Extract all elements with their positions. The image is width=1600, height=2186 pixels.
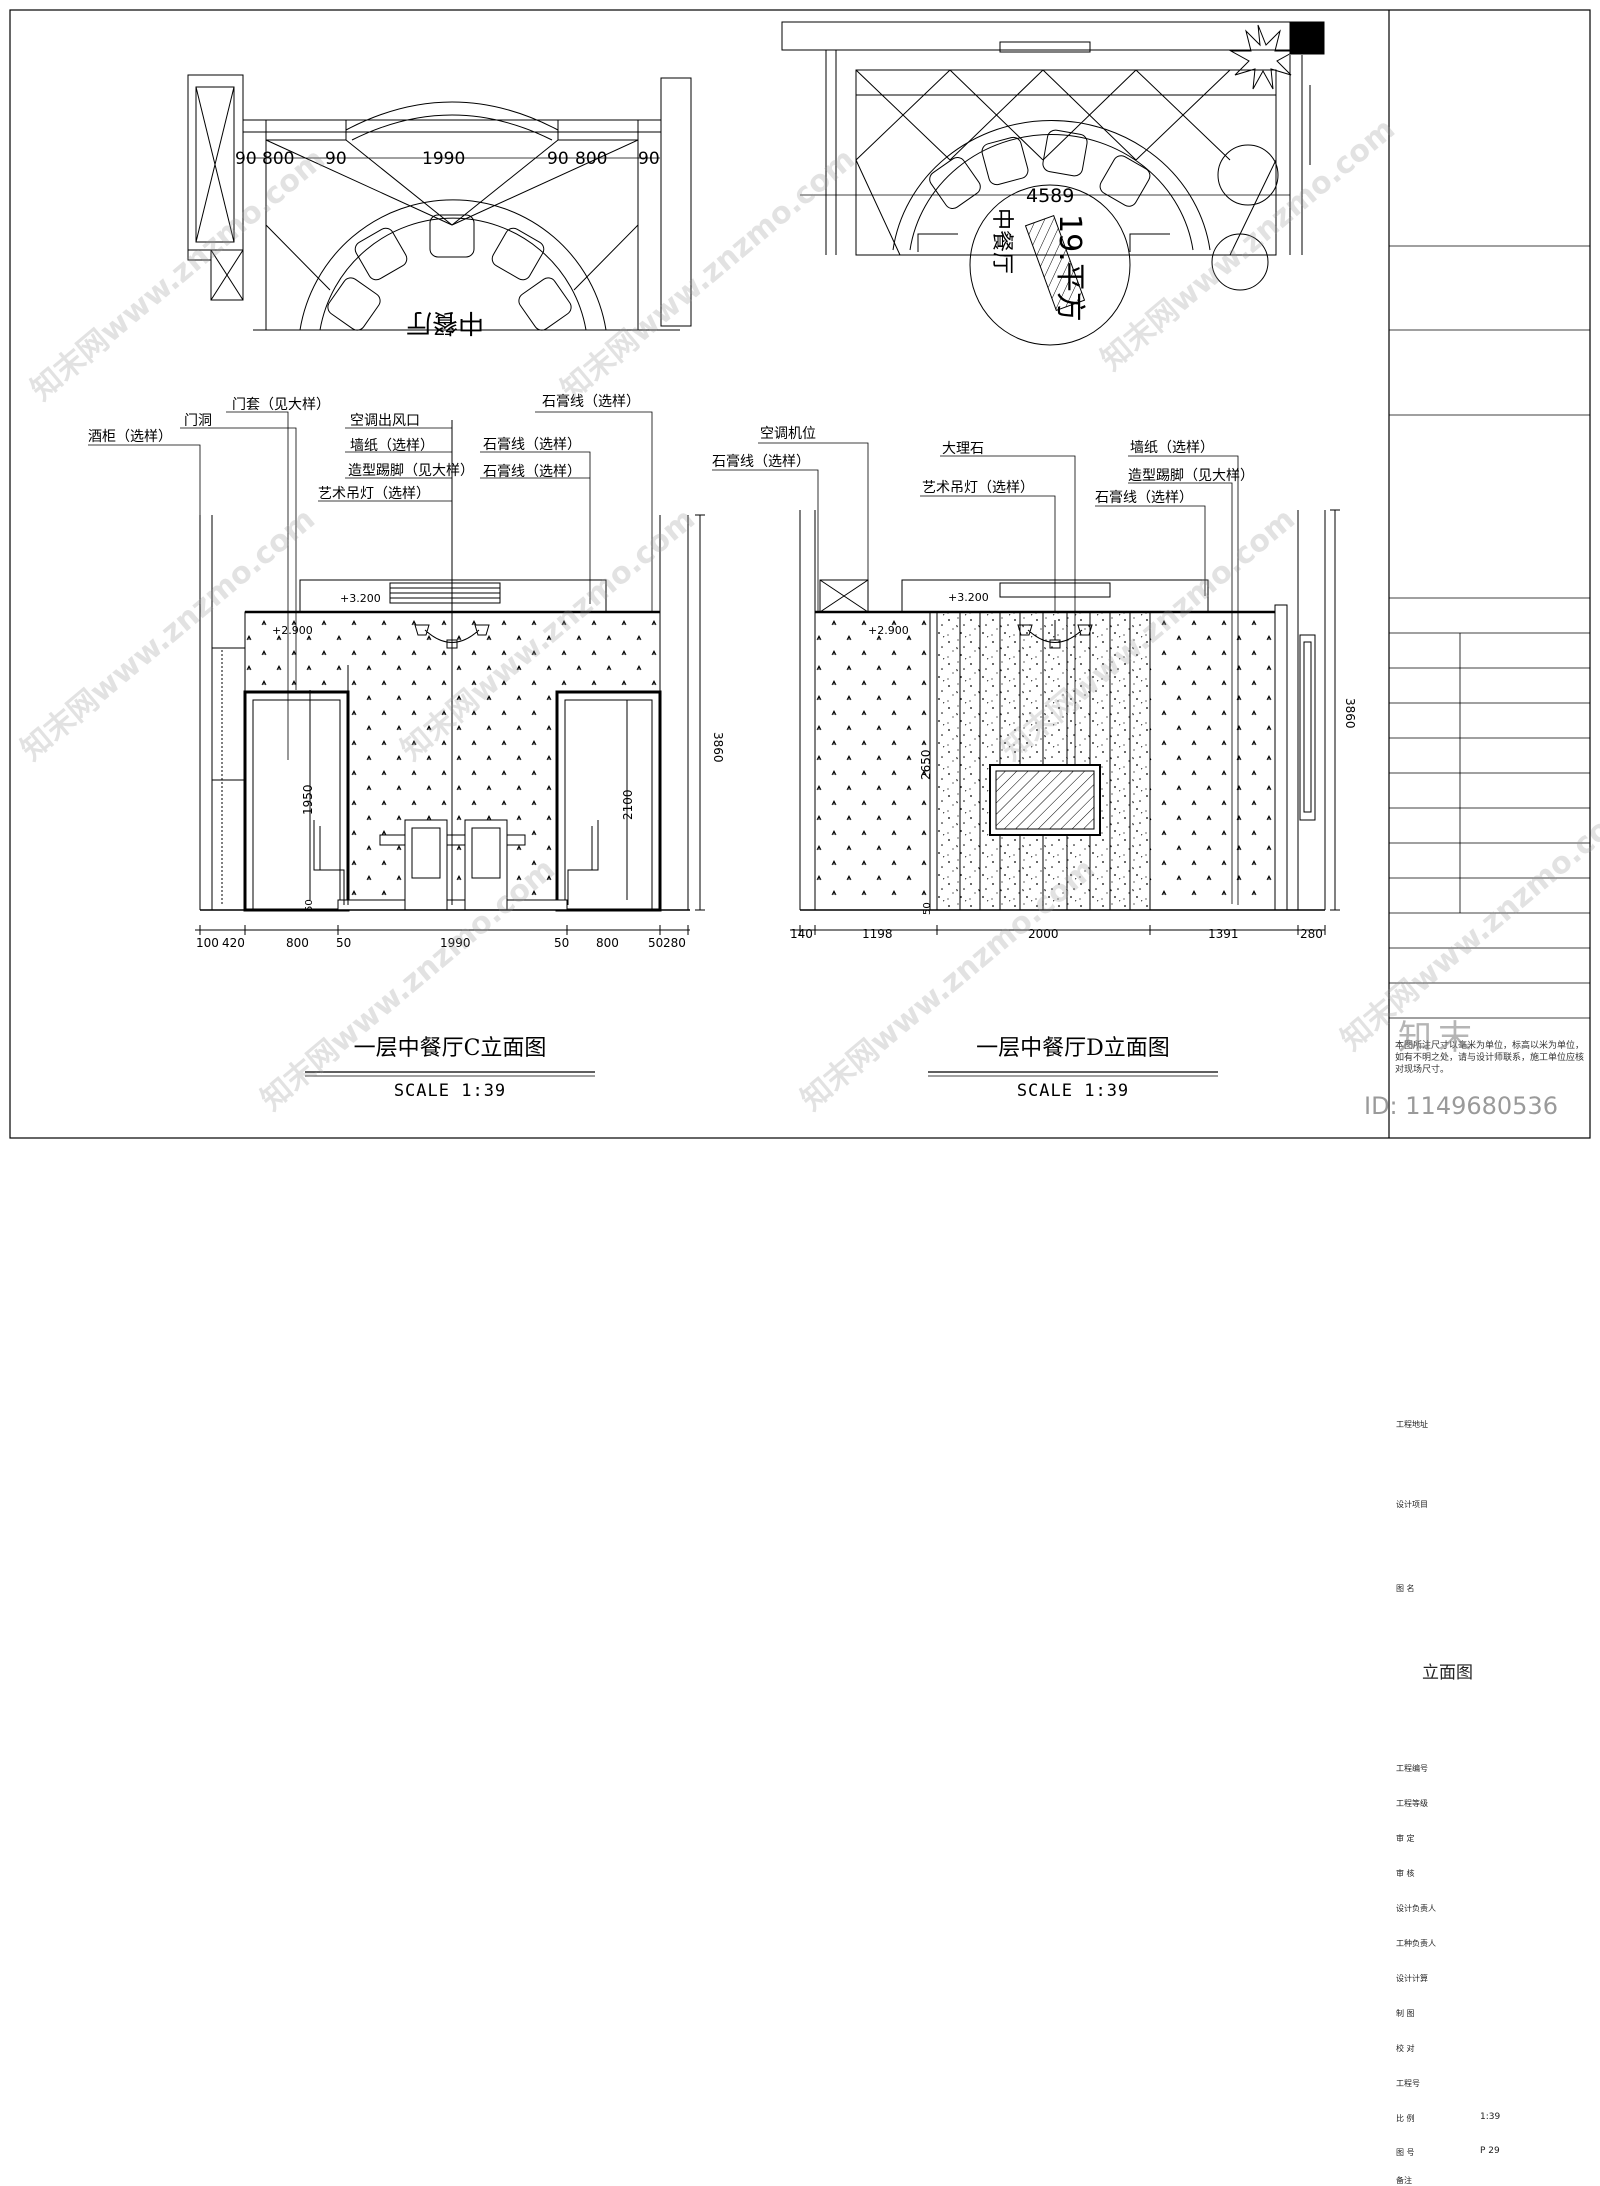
dim-label: 1198 [862,927,893,941]
image-id: ID: 1149680536 [1364,1092,1558,1120]
tb-label: 设计项目 [1396,1500,1428,1509]
callout-door-frame: 门套（见大样） [232,397,330,413]
elevation-c-text: 酒柜（选样） 门洞 门套（见大样） 空调出风口 墙纸（选样） 造型踢脚（见大样）… [88,393,725,950]
tb-label: 工程等级 [1396,1799,1428,1808]
room-label: 中餐厅 [989,208,1014,274]
elevation-d-text: 空调机位 石膏线（选样） 大理石 艺术吊灯（选样） 墙纸（选样） 造型踢脚（见大… [712,426,1357,941]
tb-label: 比 例 [1396,2114,1415,2123]
elevation-d [790,509,1340,935]
scale-value: 1:39 [1480,2112,1501,2122]
dim-label: 140 [790,927,813,941]
level-mark: +2.900 [272,624,313,637]
plan-d [781,21,1325,346]
dim-label: 90 [325,149,347,169]
callout-chandelier: 艺术吊灯（选样） [318,486,430,502]
dim-label: 100 [196,936,219,950]
callout-ac-unit: 空调机位 [760,426,816,442]
tb-label: 设计计算 [1396,1974,1428,1983]
tb-label: 设计负责人 [1396,1904,1436,1913]
tb-label: 制 图 [1396,2009,1415,2018]
callout-skirting: 造型踢脚（见大样） [348,463,474,479]
dim-label: 1391 [1208,927,1239,941]
callout-chandelier: 艺术吊灯（选样） [922,480,1034,496]
elevation-c [195,420,705,935]
dim-label: 1990 [440,936,471,950]
sheet-border [9,9,1591,1139]
dim-label: 800 [575,149,607,169]
callout-marble: 大理石 [942,441,984,457]
tb-label: 工程编号 [1396,1764,1428,1773]
dim-label: 50 [336,936,351,950]
dim-label: 280 [663,936,686,950]
caption-d: 一层中餐厅D立面图 [923,1030,1223,1062]
callout-plaster-line: 石膏线（选样） [483,463,581,480]
area-text: 19.平方 [1052,214,1087,322]
room-label: 中餐厅 [406,307,484,337]
callout-ac-vent: 空调出风口 [350,413,420,429]
dim-label: 800 [286,936,309,950]
plan-c-dims: 90 800 90 1990 90 800 90 中餐厅 [235,149,660,337]
drawing-title: 一层中餐厅D立面图 [976,1036,1170,1061]
dim-label: 420 [222,936,245,950]
tb-label: 工种负责人 [1396,1939,1436,1948]
dim-label: 2000 [1028,927,1059,941]
tb-label: 工程地址 [1396,1420,1428,1429]
dim-vertical: 3860 [711,732,725,763]
level-mark: +3.200 [948,591,989,604]
caption-c: 一层中餐厅C立面图 [300,1030,600,1062]
dim-label: 800 [262,149,294,169]
drawing-title: 一层中餐厅C立面图 [353,1036,547,1061]
callout-plaster-line: 石膏线（选样） [483,436,581,453]
tb-label: 审 核 [1396,1869,1415,1878]
area-value: 4589 [1026,185,1074,207]
callout-plaster-line: 石膏线（选样） [1095,489,1193,506]
callout-door-opening: 门洞 [184,413,212,429]
dim-label: 50 [648,936,663,950]
level-mark: +2.900 [868,624,909,637]
callout-skirting: 造型踢脚（见大样） [1128,468,1254,484]
callout-wine-cabinet: 酒柜（选样） [88,429,172,445]
drawing-sheet: 90 800 90 1990 90 800 90 中餐厅 [9,9,1600,2185]
drawing-name: 立面图 [1422,1663,1473,1683]
title-block-note: 本图所注尺寸以毫米为单位，标高以米为单位，如有不明之处，请与设计师联系，施工单位… [1395,1041,1585,1075]
watermark-logo: 知末 [1398,1018,1478,1058]
tb-label: 审 定 [1396,1834,1415,1843]
level-mark: +3.200 [340,592,381,605]
callout-wallpaper: 墙纸（选样） [1130,440,1214,456]
dim-vertical: 50 [304,899,315,912]
dim-label: 50 [554,936,569,950]
callout-plaster-line: 石膏线（选样） [712,453,810,470]
dim-label: 90 [547,149,569,169]
dim-vertical: 3860 [1343,698,1357,729]
dim-vertical: 2650 [919,749,933,780]
dim-label: 90 [235,149,257,169]
plan-c [187,74,692,331]
title-block-grid [1389,245,1590,1019]
tb-label: 图 名 [1396,1584,1415,1593]
dim-label: 90 [638,149,660,169]
tb-label: 校 对 [1396,2044,1415,2053]
tb-label: 备注 [1396,2176,1412,2185]
dim-label: 1990 [422,149,465,169]
plan-d-labels: 4589 19.平方 中餐厅 [989,185,1087,322]
callout-plaster-line: 石膏线（选样） [542,393,640,410]
dim-vertical: 2100 [621,789,635,820]
dim-vertical: 50 [922,902,933,915]
dim-label: 280 [1300,927,1323,941]
tb-label: 图 号 [1396,2148,1415,2157]
scale-label: SCALE 1:39 [393,1081,507,1101]
dim-vertical: 1950 [301,784,315,815]
callout-wallpaper: 墙纸（选样） [350,438,434,454]
scale-label: SCALE 1:39 [1016,1081,1130,1101]
elevation-c-leaders [88,411,653,760]
tb-label: 工程号 [1396,2079,1420,2088]
sheet-number: P 29 [1480,2146,1500,2156]
elevation-d-leaders [712,442,1239,905]
dim-label: 800 [596,936,619,950]
cad-drawing: 90 800 90 1990 90 800 90 中餐厅 [9,9,1591,1139]
